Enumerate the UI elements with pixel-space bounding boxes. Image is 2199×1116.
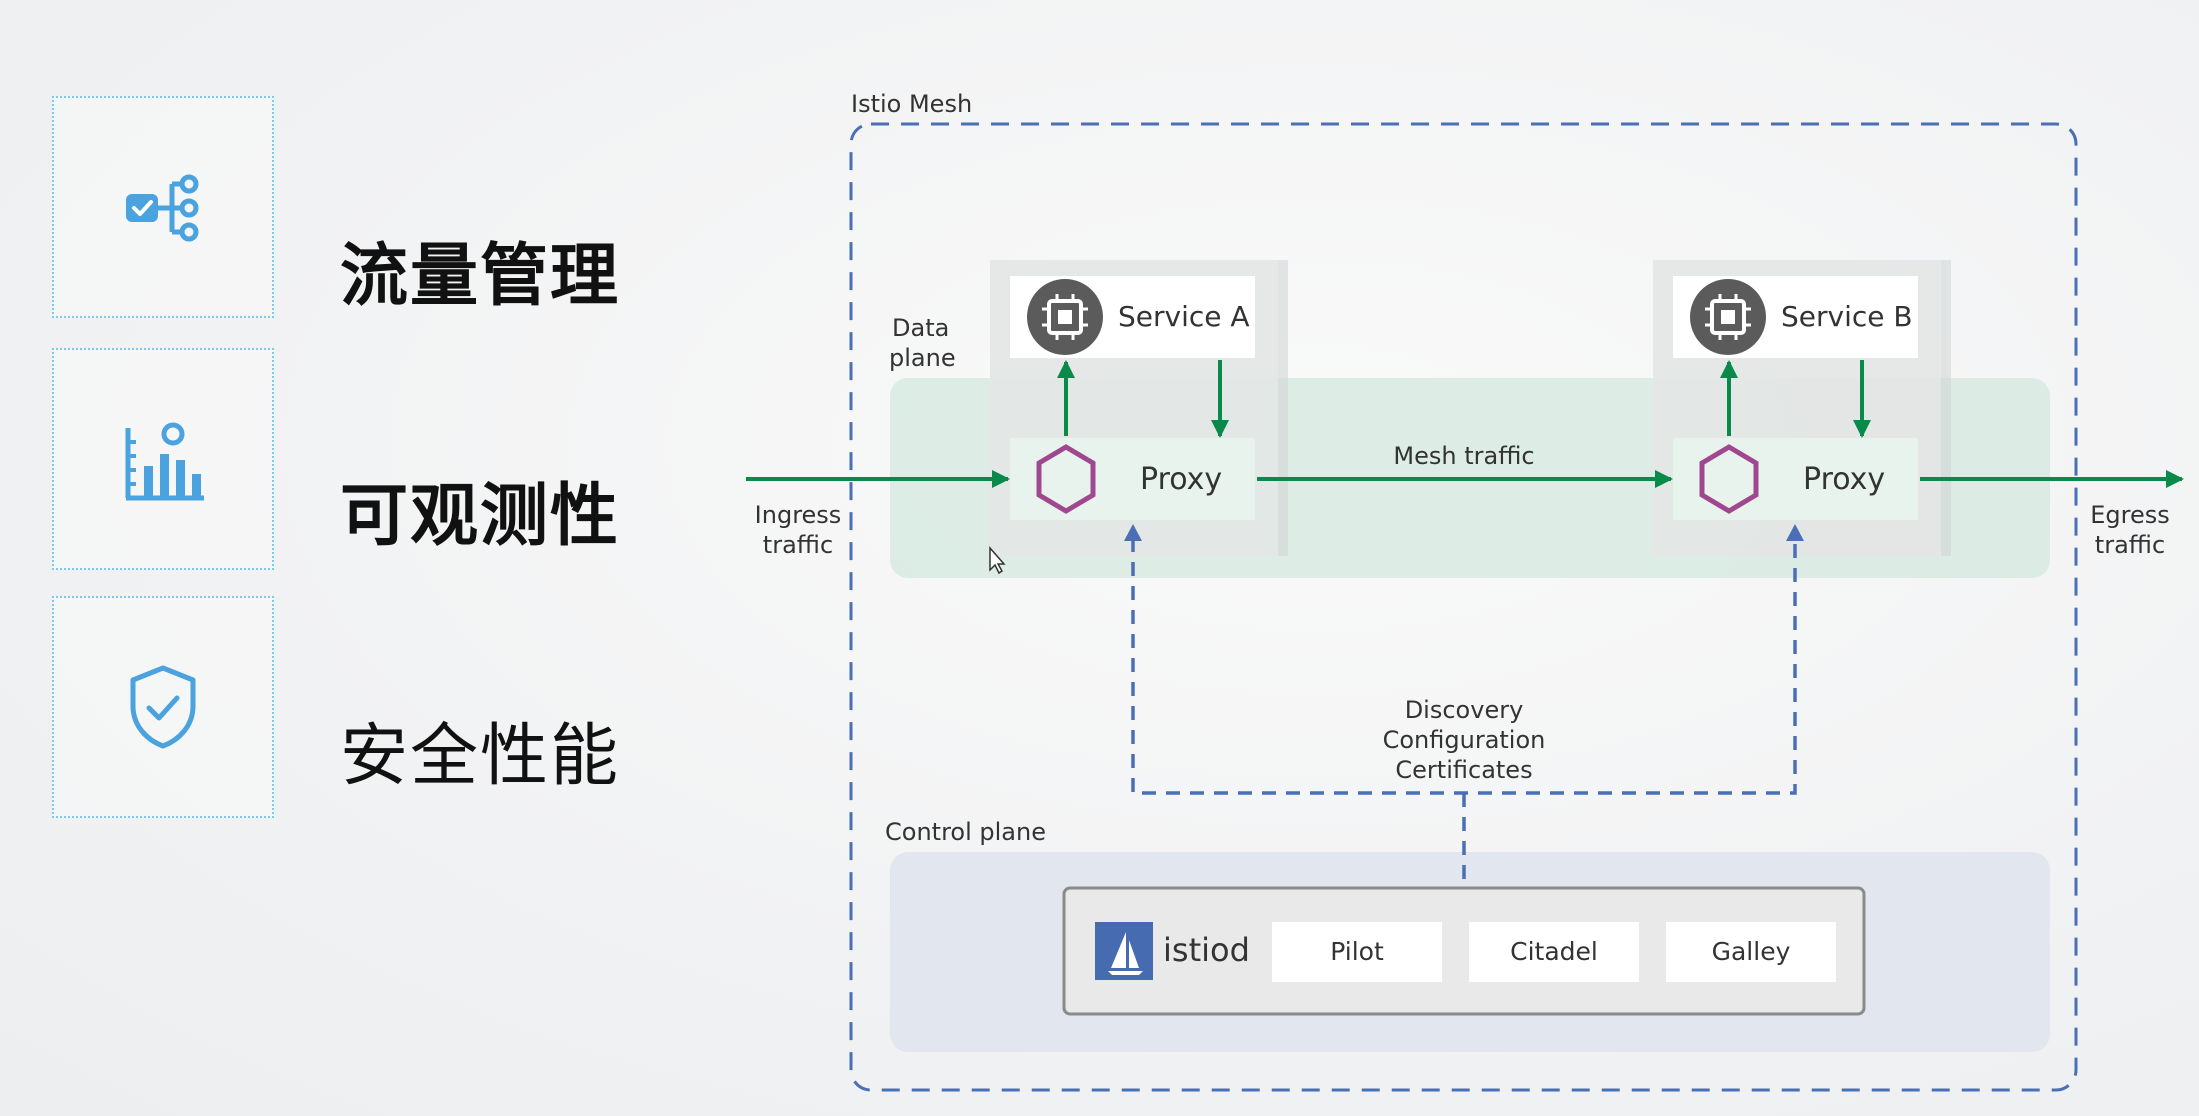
proxy-b-box[interactable] bbox=[1673, 438, 1918, 520]
mesh-traffic-label: Mesh traffic bbox=[1393, 442, 1534, 470]
istio-logo-icon bbox=[1095, 922, 1153, 980]
istiod-box[interactable] bbox=[1062, 886, 1866, 1016]
proxy-a-box[interactable] bbox=[1010, 438, 1255, 520]
ingress-label-line2: traffic bbox=[763, 531, 833, 559]
proxy-hexagon-icon bbox=[1036, 444, 1096, 514]
pilot-box[interactable] bbox=[1272, 922, 1442, 982]
citadel-box[interactable] bbox=[1469, 922, 1639, 982]
observability-card bbox=[52, 348, 274, 570]
citadel-label: Citadel bbox=[1510, 937, 1598, 966]
traffic-management-icon bbox=[126, 174, 199, 242]
mouse-cursor-icon bbox=[989, 546, 1006, 575]
service-a-label: Service A bbox=[1118, 300, 1250, 333]
galley-box[interactable] bbox=[1666, 922, 1836, 982]
proxy-hexagon-icon bbox=[1699, 444, 1759, 514]
proxy-a-label: Proxy bbox=[1140, 462, 1222, 497]
chip-icon bbox=[1027, 279, 1103, 355]
chip-icon bbox=[1690, 279, 1766, 355]
pilot-label: Pilot bbox=[1330, 937, 1384, 966]
istio-mesh-title: Istio Mesh bbox=[851, 90, 972, 118]
feature-label-security: 安全性能 bbox=[340, 717, 621, 796]
observability-icon bbox=[125, 422, 204, 501]
egress-label-line2: traffic bbox=[2095, 531, 2165, 559]
security-card bbox=[52, 596, 274, 818]
feature-label-traffic: 流量管理 bbox=[340, 237, 621, 316]
config-to-proxy-b-arrowhead bbox=[1786, 524, 1804, 541]
galley-label: Galley bbox=[1712, 937, 1791, 966]
proxy-b-label: Proxy bbox=[1803, 462, 1885, 497]
egress-label-line1: Egress bbox=[2090, 501, 2170, 529]
istiod-label: istiod bbox=[1163, 931, 1250, 969]
ingress-label-line1: Ingress bbox=[755, 501, 842, 529]
control-flow-discovery: Discovery bbox=[1405, 696, 1524, 724]
data-plane-label-line2: plane bbox=[889, 344, 956, 372]
control-flow-certificates: Certificates bbox=[1395, 756, 1532, 784]
config-to-proxy-a-arrowhead bbox=[1124, 524, 1142, 541]
data-plane-label-line1: Data bbox=[892, 314, 949, 342]
feature-label-observability: 可观测性 bbox=[340, 477, 621, 556]
security-shield-icon bbox=[130, 665, 196, 749]
traffic-management-card bbox=[52, 96, 274, 318]
control-plane-label: Control plane bbox=[885, 818, 1046, 846]
istio-mesh-boundary bbox=[849, 122, 2078, 1092]
control-flow-configuration: Configuration bbox=[1383, 726, 1546, 754]
service-b-label: Service B bbox=[1781, 300, 1913, 333]
